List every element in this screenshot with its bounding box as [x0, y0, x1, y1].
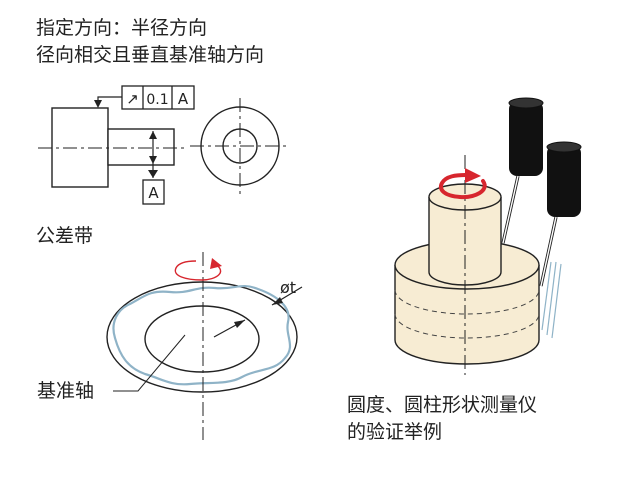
- width-arrowhead-inner: [234, 320, 245, 328]
- tolerance-zone-label: 公差带: [36, 225, 94, 247]
- base-section-line-2: [394, 313, 540, 339]
- dimension-arrow-up: [149, 131, 157, 139]
- part-small-section: [107, 128, 175, 166]
- datum-axis-label: 基准轴: [37, 380, 95, 402]
- spindle-rotation-icon: [439, 173, 487, 200]
- front-view: [190, 98, 290, 194]
- side-view: [38, 96, 188, 188]
- base-section-line-1: [394, 289, 540, 315]
- stylus-lower: [540, 216, 557, 287]
- probe-body-lower: [547, 145, 581, 217]
- measured-profile: [112, 285, 292, 386]
- tolerance-value: 0.1: [146, 92, 168, 108]
- datum-triangle: [148, 170, 158, 178]
- base-cylinder-body: [394, 265, 540, 365]
- trail-1: [541, 261, 552, 331]
- probe-cap-lower: [546, 141, 582, 153]
- feature-control-frame: ↗ 0.1 A: [121, 85, 195, 110]
- rotation-arrowhead-icon: [210, 258, 222, 269]
- measuring-instrument: [394, 97, 582, 375]
- tolerance-zone: [106, 252, 303, 440]
- rotation-arrow-icon: [174, 260, 222, 281]
- direction-description: 径向相交且垂直基准轴方向: [36, 44, 265, 66]
- runout-symbol-icon: ↗: [126, 90, 139, 108]
- width-arrowhead-outer: [272, 297, 283, 305]
- stylus-upper: [502, 175, 519, 244]
- instrument-caption-line1: 圆度、圆柱形状测量仪: [347, 394, 538, 416]
- axis-label-leader: [113, 334, 186, 392]
- datum-letter: A: [148, 184, 159, 202]
- trail-3: [551, 263, 562, 339]
- dimension-arrow-down: [149, 156, 157, 164]
- trail-2: [546, 261, 557, 336]
- leader-arrowhead: [94, 100, 102, 108]
- probe-cap-upper: [508, 97, 544, 109]
- direction-title: 指定方向：半径方向: [36, 17, 208, 39]
- spindle-rotation-arrowhead-icon: [465, 168, 481, 183]
- zone-width-label: øt: [280, 278, 297, 297]
- datum-reference: A: [178, 90, 189, 108]
- fcf-leader: [97, 96, 122, 106]
- probe-body-upper: [509, 101, 543, 176]
- datum-box: A: [142, 179, 165, 205]
- instrument-caption-line2: 的验证举例: [347, 421, 443, 443]
- zone-inner-ellipse: [144, 305, 260, 373]
